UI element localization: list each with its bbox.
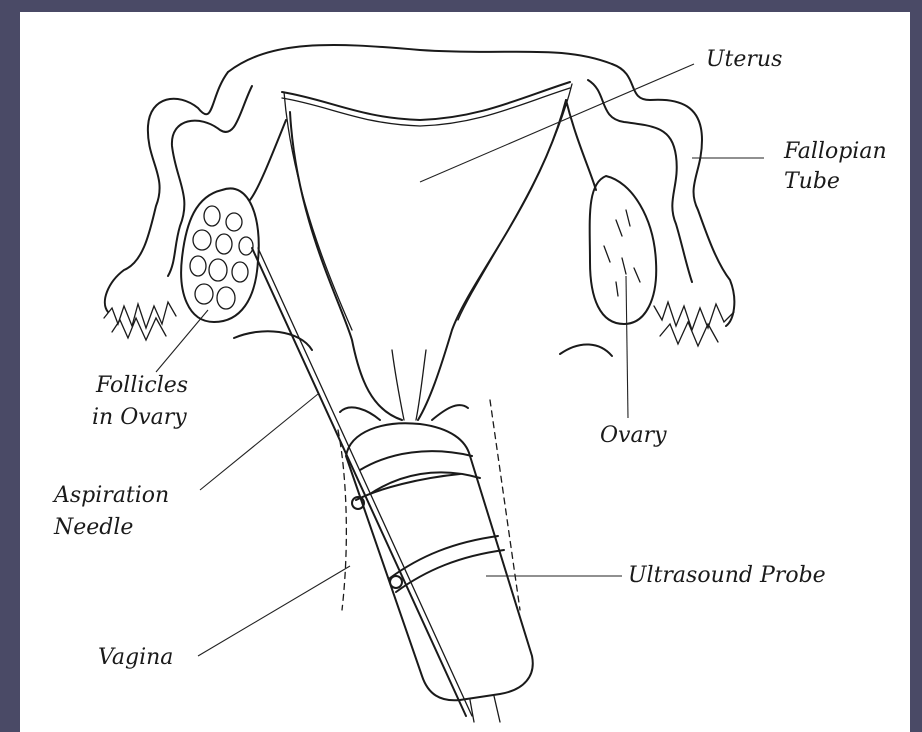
label-vagina: Vagina: [98, 645, 173, 670]
label-follicles-line2: in Ovary: [92, 405, 187, 430]
label-follicles-line1: Follicles: [95, 373, 188, 398]
label-aspiration-line1: Aspiration: [52, 483, 169, 508]
label-ultrasound-probe: Ultrasound Probe: [628, 563, 826, 588]
vagina-leader: [198, 566, 350, 656]
label-uterus: Uterus: [706, 47, 782, 72]
uterus-shape: [228, 45, 612, 420]
aspiration-needle: [252, 248, 472, 716]
ovary-leader: [626, 276, 628, 418]
right-fallopian-tube: [560, 64, 734, 356]
uterus-leader: [420, 64, 694, 182]
left-fallopian-tube: [104, 72, 312, 350]
right-ovary: [590, 176, 657, 324]
follicles: [190, 206, 253, 309]
label-aspiration-line2: Needle: [53, 515, 133, 540]
aspiration-leader: [200, 394, 318, 490]
left-ovary: [181, 188, 259, 322]
label-ovary: Ovary: [600, 423, 667, 448]
label-fallopian-line1: Fallopian: [783, 139, 887, 164]
label-fallopian-line2: Tube: [784, 169, 840, 194]
ultrasound-probe: [346, 423, 533, 722]
